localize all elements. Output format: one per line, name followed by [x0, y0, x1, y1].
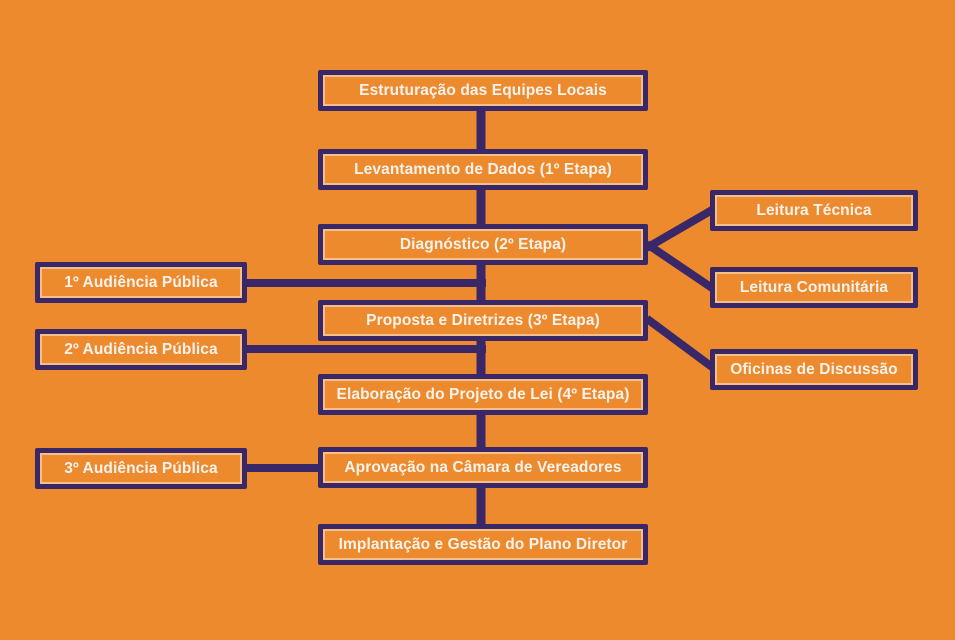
flow-node-oficinas: Oficinas de Discussão: [710, 349, 918, 390]
flow-node-label: Leitura Técnica: [756, 201, 872, 219]
flow-node-leitura-tecnica: Leitura Técnica: [710, 190, 918, 231]
flow-node-label: 1º Audiência Pública: [64, 273, 218, 291]
flow-node-aprovacao: Aprovação na Câmara de Vereadores: [318, 447, 648, 488]
flow-node-elaboracao: Elaboração do Projeto de Lei (4º Etapa): [318, 374, 648, 415]
flow-node-label: Leitura Comunitária: [739, 278, 889, 296]
flow-node-proposta: Proposta e Diretrizes (3º Etapa): [318, 300, 648, 341]
flow-node-estruturacao: Estruturação das Equipes Locais: [318, 70, 648, 111]
flow-node-label: Proposta e Diretrizes (3º Etapa): [366, 311, 600, 329]
flow-node-diagnostico: Diagnóstico (2º Etapa): [318, 224, 648, 265]
flow-node-label: Implantação e Gestão do Plano Diretor: [338, 535, 628, 553]
flow-node-audiencia-3: 3º Audiência Pública: [35, 448, 247, 489]
connector-diagnostico-leitura-comunitaria: [644, 240, 718, 294]
connector-proposta-oficinas: [644, 315, 718, 373]
flow-node-label: Diagnóstico (2º Etapa): [399, 235, 567, 253]
flow-node-audiencia-1: 1º Audiência Pública: [35, 262, 247, 303]
flow-node-levantamento: Levantamento de Dados (1º Etapa): [318, 149, 648, 190]
flow-node-label: 2º Audiência Pública: [64, 340, 218, 358]
flow-node-label: Levantamento de Dados (1º Etapa): [354, 160, 612, 178]
flow-node-label: 3º Audiência Pública: [64, 459, 218, 477]
flow-node-label: Elaboração do Projeto de Lei (4º Etapa): [336, 385, 630, 403]
flow-node-implantacao: Implantação e Gestão do Plano Diretor: [318, 524, 648, 565]
flow-node-audiencia-2: 2º Audiência Pública: [35, 329, 247, 370]
flow-node-label: Estruturação das Equipes Locais: [359, 81, 607, 99]
flow-node-leitura-comunitaria: Leitura Comunitária: [710, 267, 918, 308]
flow-node-label: Oficinas de Discussão: [730, 360, 898, 378]
flow-node-label: Aprovação na Câmara de Vereadores: [344, 458, 622, 476]
connector-diagnostico-leitura-tecnica: [644, 204, 718, 252]
